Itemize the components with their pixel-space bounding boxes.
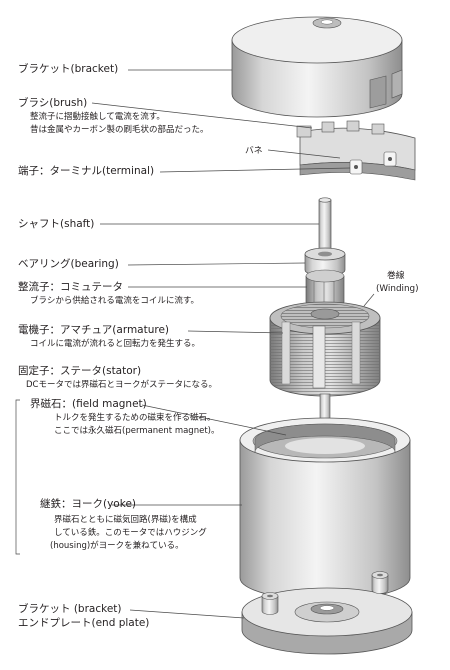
desc-stator: DCモータでは界磁石とヨークがステータになる。 xyxy=(26,380,217,390)
label-terminal: 端子：ターミナル(terminal) xyxy=(18,165,155,177)
label-commutator: 整流子：コミュテータ xyxy=(18,281,123,293)
label-yoke: 継鉄：ヨーク(yoke) xyxy=(40,498,136,510)
stator-bracket xyxy=(15,399,20,555)
label-winding-en: (Winding) xyxy=(376,284,419,294)
desc-yoke-1: 界磁石とともに磁気回路(界磁)を構成 xyxy=(54,515,197,525)
commutator-part xyxy=(305,269,345,309)
desc-commutator: ブラシから供給される電流をコイルに流す。 xyxy=(30,296,199,306)
brush-holder-part xyxy=(296,120,416,181)
label-stator: 固定子：ステータ(stator) xyxy=(18,365,142,377)
label-bracket-bottom: ブラケット (bracket) xyxy=(18,603,122,615)
yoke-part xyxy=(239,417,411,601)
desc-field-magnet-2: ここでは永久磁石(permanent magnet)。 xyxy=(54,426,220,436)
leader-armature xyxy=(187,330,284,334)
desc-brush-1: 整流子に摺動接触して電流を流す。 xyxy=(30,112,165,122)
label-field-magnet: 界磁石：(field magnet) xyxy=(30,398,147,410)
label-bearing: ベアリング(bearing) xyxy=(18,258,119,270)
desc-armature: コイルに電流が流れると回転力を発生する。 xyxy=(30,339,201,349)
leader-lines xyxy=(15,69,375,619)
label-end-plate: エンドプレート(end plate) xyxy=(18,617,150,629)
lower-shaft xyxy=(319,393,331,421)
leader-bearing xyxy=(127,262,306,266)
label-bracket-top: ブラケット(bracket) xyxy=(18,63,119,75)
label-brush: ブラシ(brush) xyxy=(18,97,88,109)
bracket-top-part xyxy=(231,16,403,118)
label-spring: バネ xyxy=(245,146,263,156)
label-shaft: シャフト(shaft) xyxy=(18,218,95,230)
shaft-part xyxy=(318,197,332,261)
end-plate-part xyxy=(241,571,413,655)
leader-bracket-bottom xyxy=(129,609,245,619)
leader-terminal xyxy=(159,167,351,173)
label-armature: 電機子：アマチュア(armature) xyxy=(18,324,170,336)
leader-field-magnet xyxy=(141,404,287,436)
leader-brush xyxy=(91,102,313,129)
desc-field-magnet-1: トルクを発生するための磁束を作る磁石。 xyxy=(54,413,216,423)
armature-part xyxy=(269,301,381,397)
leader-spring xyxy=(267,149,341,159)
bearing-part xyxy=(304,247,346,277)
desc-yoke-3: (housing)がヨークを兼ねている。 xyxy=(50,541,184,551)
desc-brush-2: 昔は金属やカーボン製の刷毛状の部品だった。 xyxy=(30,125,209,135)
leader-winding xyxy=(363,293,375,307)
label-winding: 巻線 xyxy=(387,271,405,281)
desc-yoke-2: している鉄。このモータではハウジング xyxy=(54,528,207,538)
